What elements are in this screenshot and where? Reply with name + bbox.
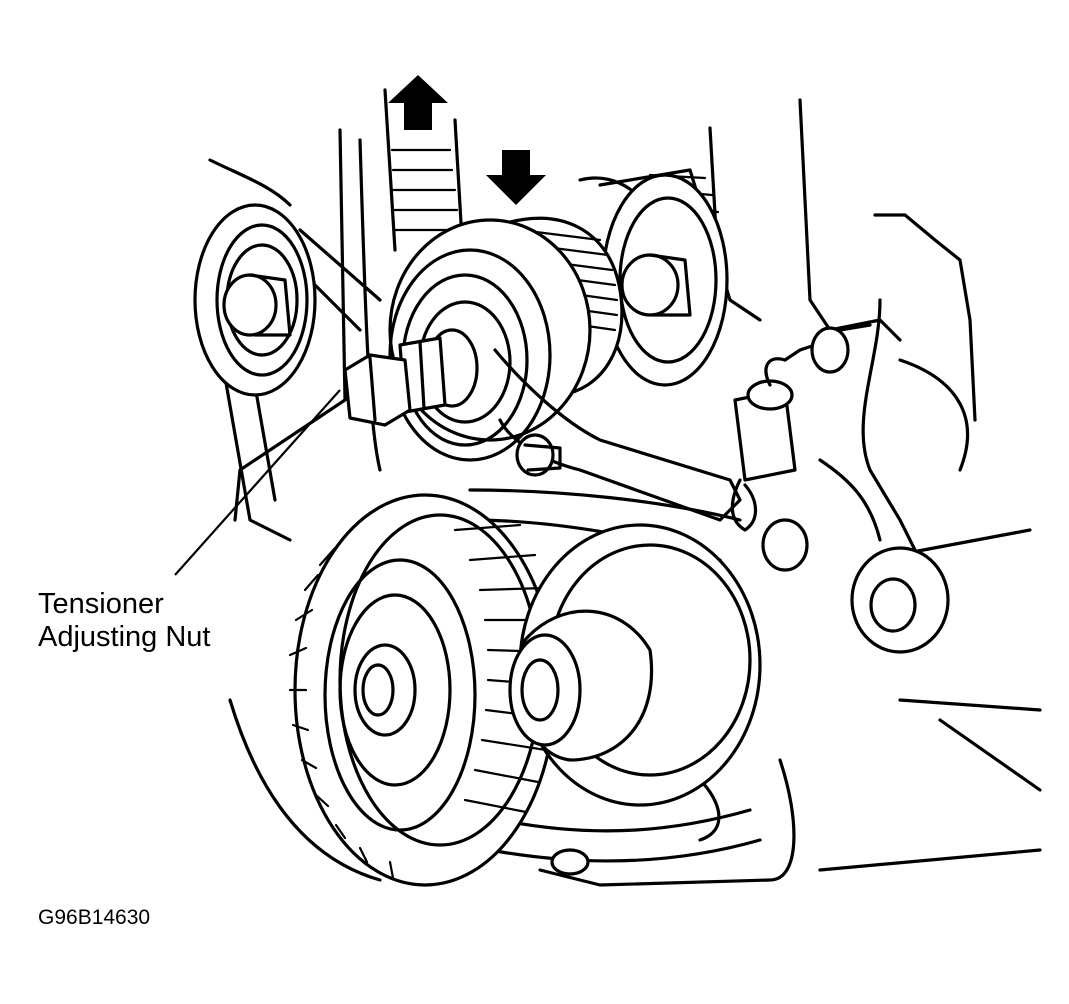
idler-pulley-right [601, 173, 729, 387]
callout-line-1: Tensioner [38, 588, 164, 620]
engine-bolts [550, 518, 950, 876]
oil-pump-pulley [508, 523, 762, 807]
callout-leader-line [174, 389, 341, 576]
figure-id: G96B14630 [38, 906, 151, 929]
engine-block-outline [208, 98, 1042, 887]
callout-tensioner-adjusting-nut: Tensioner Adjusting Nut [38, 588, 211, 654]
arrow-up-icon [388, 75, 448, 130]
callout-line-2: Adjusting Nut [38, 621, 211, 653]
tensioner-bracket [493, 348, 742, 522]
arrow-down-icon [486, 150, 546, 205]
idler-pulley-left [193, 203, 317, 397]
tensioner-spring [730, 323, 872, 532]
tensioner-adjusting-nut [343, 336, 447, 427]
